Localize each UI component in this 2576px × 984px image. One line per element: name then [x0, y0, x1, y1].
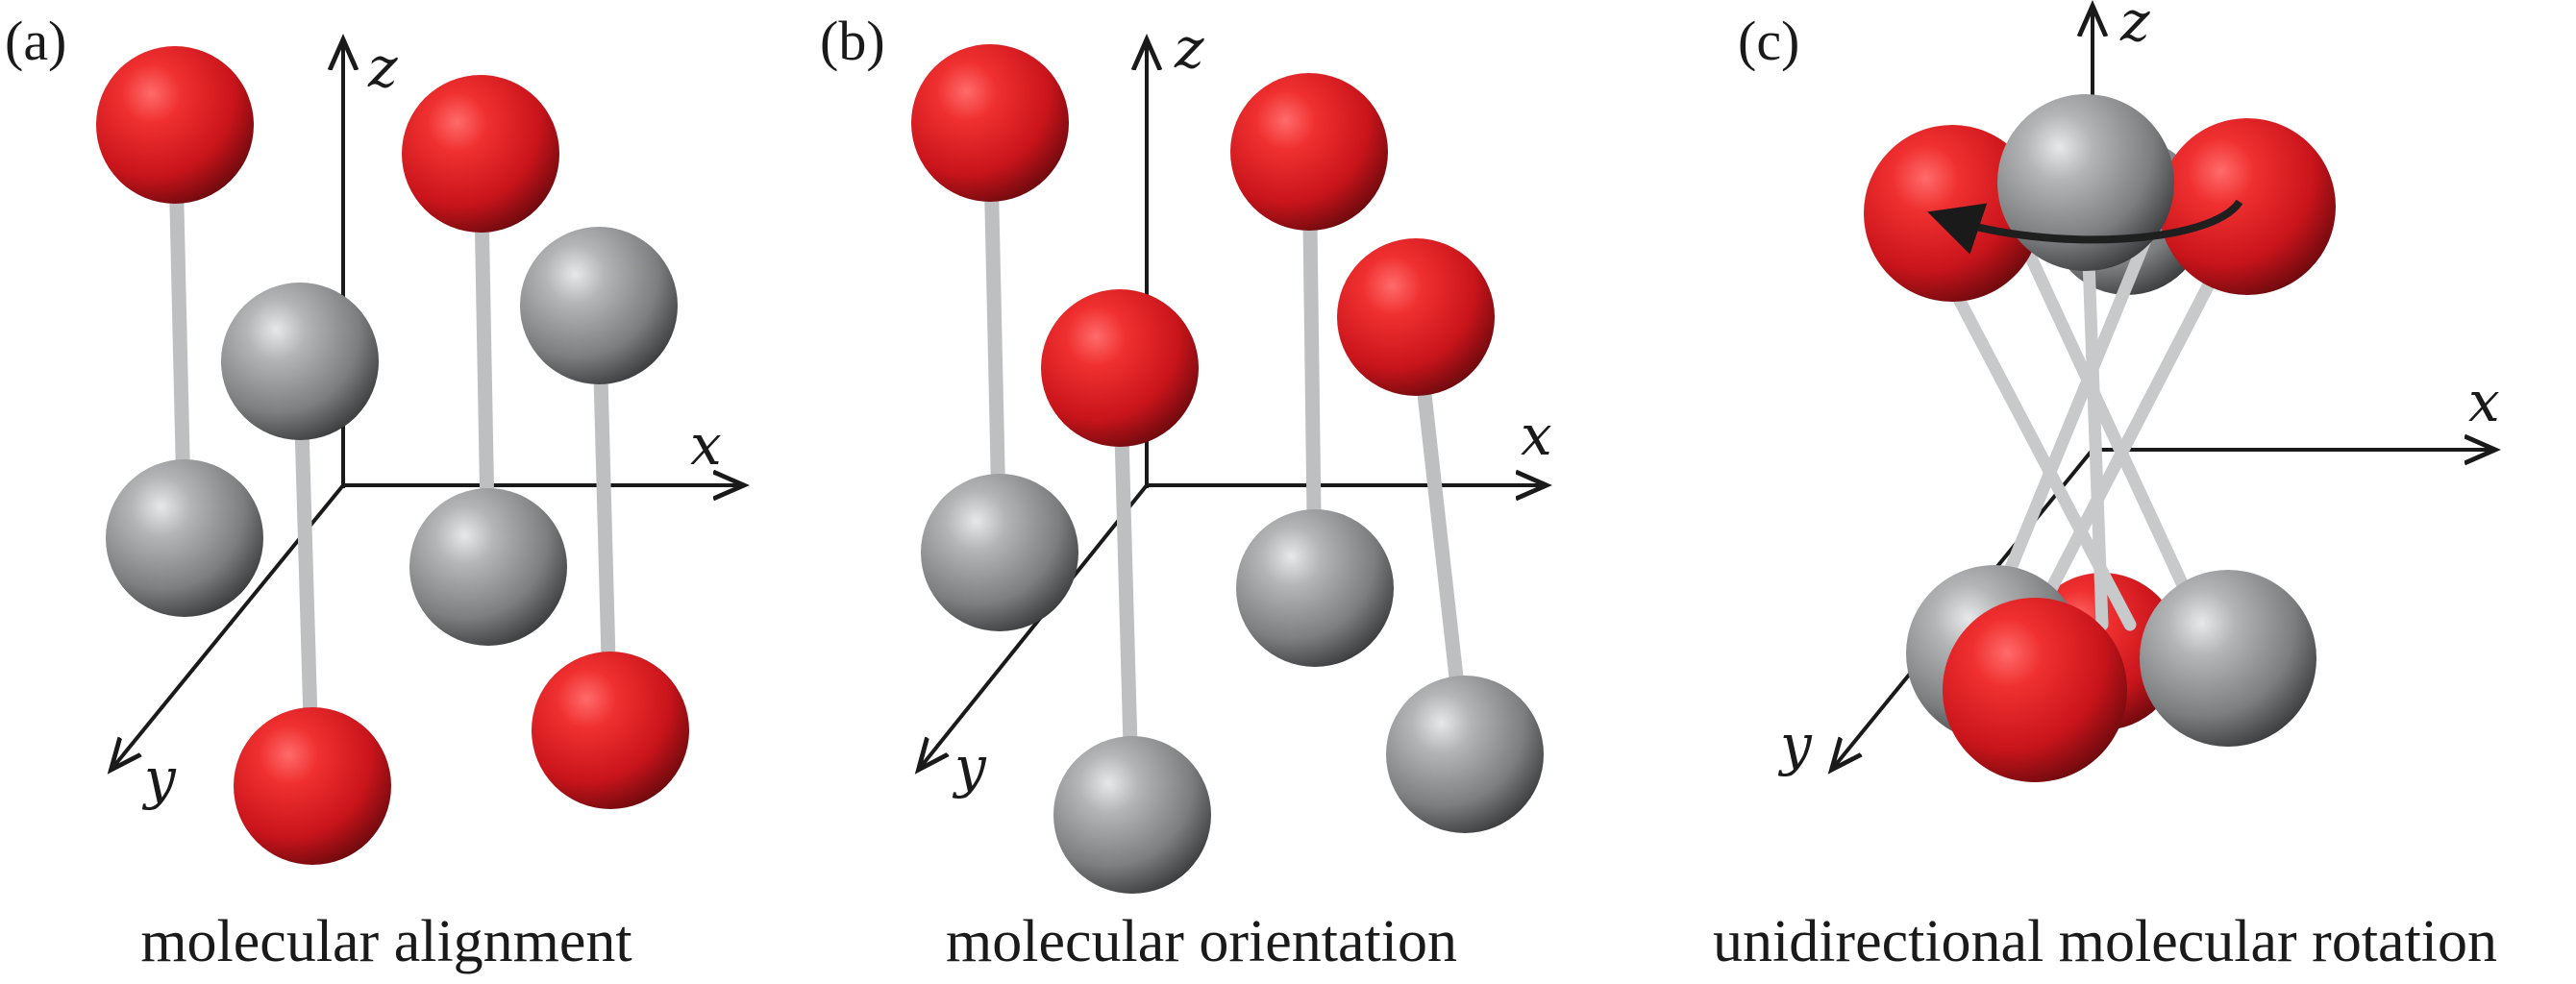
z-axis-label-a: z — [367, 35, 398, 100]
molecule-a3 — [520, 227, 689, 809]
carbon-atom — [1236, 509, 1394, 667]
panel-label-a: (a) — [5, 10, 66, 72]
x-axis-label-a: x — [690, 412, 722, 478]
panel-label-b: (b) — [820, 10, 885, 72]
oxygen-atom — [532, 652, 689, 809]
oxygen-atom — [1041, 289, 1199, 447]
panel-label-c: (c) — [1738, 10, 1799, 72]
carbon-atom — [1386, 676, 1544, 833]
curved-arrow-icon — [1927, 199, 2243, 255]
oxygen-atom — [1337, 238, 1495, 396]
carbon-atom — [221, 283, 379, 440]
molecule-b2 — [1230, 73, 1394, 667]
panel-c-unidirectional-molecular-rotation: (c) z x y unidirecti — [1713, 0, 2500, 974]
molecule-a1 — [96, 46, 263, 617]
oxygen-atom — [1943, 598, 2127, 782]
molecule-b1 — [911, 44, 1078, 631]
carbon-atom — [921, 474, 1078, 631]
molecule-b3 — [1337, 238, 1544, 833]
oxygen-atom — [911, 44, 1069, 202]
oxygen-atom — [1230, 73, 1388, 231]
carbon-atom — [1997, 94, 2174, 271]
panel-a-molecular-alignment: (a) z x y — [5, 10, 740, 974]
carbon-atom — [2140, 570, 2316, 747]
y-axis-label-a: y — [141, 746, 177, 811]
y-axis-b — [921, 483, 1149, 767]
bond — [1983, 214, 2160, 627]
carbon-atom — [1053, 736, 1211, 894]
caption-a: molecular alignment — [140, 909, 632, 974]
carbon-atom — [520, 227, 678, 384]
molecule-a2 — [402, 75, 567, 646]
oxygen-atom — [96, 46, 254, 204]
y-axis-label-c: y — [1777, 712, 1813, 777]
x-axis-label-c: x — [2468, 369, 2500, 434]
molecule-b4 — [1041, 289, 1211, 894]
molecule-a4 — [221, 283, 391, 865]
z-axis-label-b: z — [1174, 15, 1204, 81]
oxygen-atom — [2159, 118, 2336, 295]
rotating-bonds — [1906, 176, 2256, 631]
caption-b: molecular orientation — [946, 909, 1457, 974]
oxygen-atom — [402, 75, 559, 233]
x-axis-label-b: x — [1521, 403, 1552, 468]
caption-c: unidirectional molecular rotation — [1713, 909, 2497, 974]
oxygen-atom — [234, 707, 391, 865]
z-axis-label-c: z — [2119, 0, 2150, 54]
y-axis-label-b: y — [952, 734, 987, 800]
bond — [2012, 224, 2208, 631]
carbon-atom — [409, 488, 567, 646]
panel-b-molecular-orientation: (b) z x y — [820, 10, 1552, 974]
carbon-atom — [106, 459, 263, 617]
